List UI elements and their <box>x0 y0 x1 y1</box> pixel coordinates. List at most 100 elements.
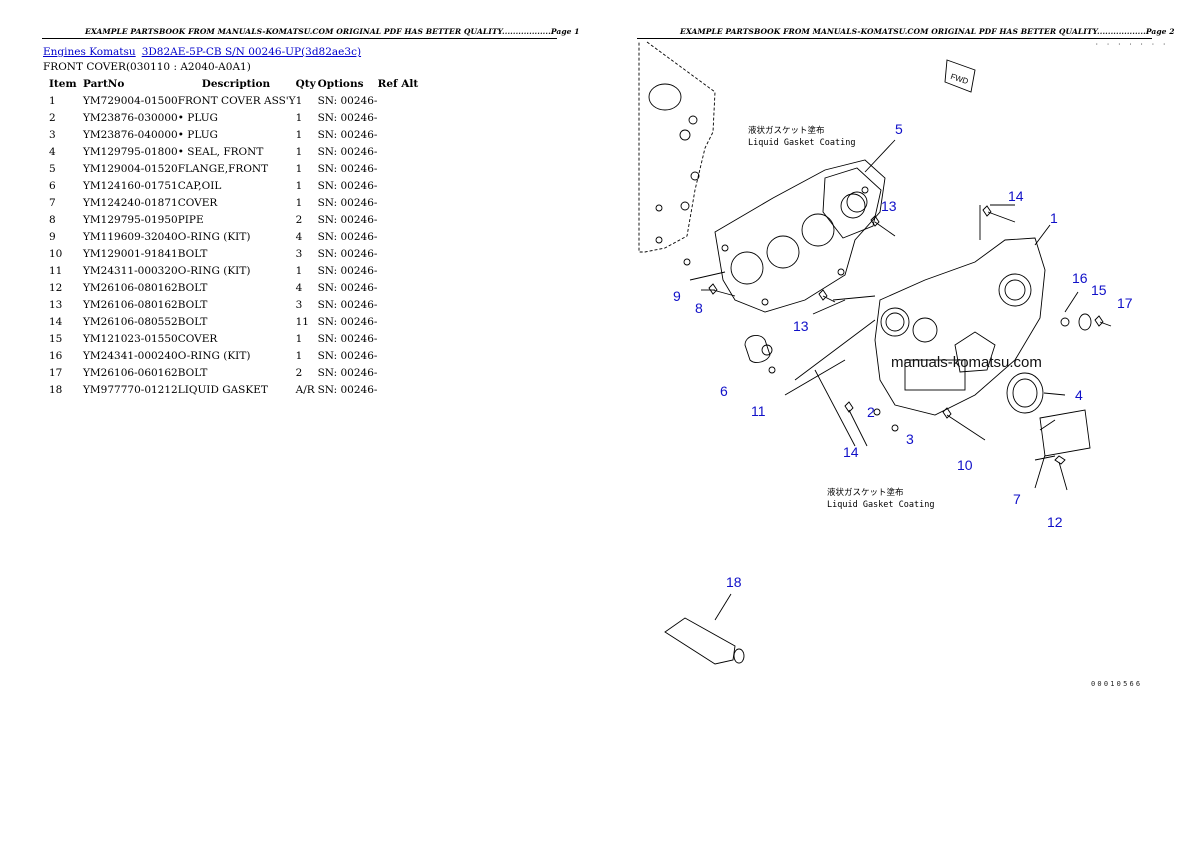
cell-description: COVER <box>177 196 218 209</box>
column-header-ref-alt: Ref Alt <box>377 78 419 90</box>
callout-group: 1 2 3 4 5 6 7 8 9 10 11 12 13 13 14 14 1… <box>673 121 1133 590</box>
exploded-parts-diagram: 液状ガスケット塗布 Liquid Gasket Coating 液状ガスケット塗… <box>638 41 1133 665</box>
callout-11: 11 <box>751 403 766 419</box>
callout-8: 8 <box>695 300 703 316</box>
gasket-note-jp-bottom: 液状ガスケット塗布 <box>827 487 904 498</box>
cell-options: SN: 00246- <box>317 162 378 175</box>
gasket-plate <box>714 159 886 313</box>
engine-block-outline <box>638 41 716 253</box>
cell-options: SN: 00246- <box>317 281 378 294</box>
cell-description: • PLUG <box>177 111 218 124</box>
cell-item: 6 <box>49 179 56 192</box>
bolt-13-mid <box>818 289 836 303</box>
cell-ref-alt <box>378 313 422 330</box>
cell-qty: 1 <box>295 349 303 362</box>
cell-description: O-RING (KIT) <box>177 230 251 243</box>
cell-options: SN: 00246- <box>317 332 378 345</box>
cell-item: 12 <box>49 281 63 294</box>
cell-description: FRONT COVER ASS'Y <box>177 94 296 107</box>
front-flange <box>822 167 882 239</box>
cell-options: SN: 00246- <box>317 264 378 277</box>
callout-6: 6 <box>720 383 728 399</box>
callout-12: 12 <box>1047 514 1063 530</box>
fwd-arrow-icon <box>944 59 976 93</box>
dot-leader: · · · · · · · <box>1095 41 1168 48</box>
cell-ref-alt <box>378 245 422 262</box>
o-ring-16 <box>1060 317 1070 327</box>
breadcrumb-link-engines[interactable]: Engines Komatsu <box>43 46 136 58</box>
breadcrumb: Engines Komatsu 3D82AE-5P-CB S/N 00246-UP… <box>43 46 361 58</box>
cell-options: SN: 00246- <box>317 349 378 362</box>
callout-2: 2 <box>867 404 875 420</box>
cell-partno: YM24311-000320 <box>83 264 178 277</box>
callout-7: 7 <box>1013 491 1021 507</box>
oil-cap <box>744 334 771 363</box>
cell-item: 18 <box>49 383 63 396</box>
callout-13-mid: 13 <box>793 318 809 334</box>
cell-description: CAP,OIL <box>177 179 222 192</box>
cell-options: SN: 00246- <box>317 298 378 311</box>
cell-item: 15 <box>49 332 63 345</box>
cell-ref-alt <box>378 296 422 313</box>
cell-description: BOLT <box>177 298 208 311</box>
callout-9: 9 <box>673 288 681 304</box>
cell-ref-alt <box>378 194 422 211</box>
table-header-row: Item PartNo Description Qty Options Ref … <box>43 76 422 92</box>
cell-options: SN: 00246- <box>317 111 378 124</box>
cell-options: SN: 00246- <box>317 230 378 243</box>
cell-partno: YM26106-080162 <box>83 281 178 294</box>
cell-ref-alt <box>378 228 422 245</box>
cell-partno: YM23876-030000 <box>83 111 178 124</box>
callout-16: 16 <box>1072 270 1088 286</box>
cell-ref-alt <box>378 330 422 347</box>
cover-plate <box>1039 409 1091 457</box>
cell-ref-alt <box>378 126 422 143</box>
section-title: FRONT COVER(030110 : A2040-A0A1) <box>43 61 251 73</box>
cell-item: 2 <box>49 111 56 124</box>
cell-item: 5 <box>49 162 56 175</box>
page-2: EXAMPLE PARTSBOOK FROM MANUALS-KOMATSU.C… <box>595 0 1190 842</box>
cell-description: BOLT <box>177 281 208 294</box>
cell-options: SN: 00246- <box>317 383 378 396</box>
cell-partno: YM23876-040000 <box>83 128 178 141</box>
column-header-options: Options <box>317 78 364 90</box>
cell-description: BOLT <box>177 247 208 260</box>
column-header-description: Description <box>201 78 271 90</box>
cell-item: 10 <box>49 247 63 260</box>
callout-14-top: 14 <box>1008 188 1024 204</box>
cell-options: SN: 00246- <box>317 145 378 158</box>
cell-ref-alt <box>378 279 422 296</box>
gasket-note-en-top: Liquid Gasket Coating <box>748 138 855 148</box>
cell-item: 16 <box>49 349 63 362</box>
cell-partno: YM124240-01871 <box>83 196 178 209</box>
cell-ref-alt <box>378 92 422 109</box>
cell-options: SN: 00246- <box>317 315 378 328</box>
column-header-item: Item <box>49 78 77 90</box>
cell-partno: YM977770-01212 <box>83 383 178 396</box>
cell-partno: YM119609-32040 <box>83 230 178 243</box>
cell-description: BOLT <box>177 366 208 379</box>
fwd-label: FWD <box>949 72 969 86</box>
breadcrumb-link-model[interactable]: 3D82AE-5P-CB S/N 00246-UP(3d82ae3c) <box>141 46 362 58</box>
cell-options: SN: 00246- <box>317 247 378 260</box>
cell-partno: YM129001-91841 <box>83 247 178 260</box>
cell-options: SN: 00246- <box>317 179 378 192</box>
diagram-id: 00010566 <box>1091 680 1143 688</box>
cell-ref-alt <box>378 143 422 160</box>
cell-description: O-RING (KIT) <box>177 349 251 362</box>
cell-qty: 1 <box>295 145 303 158</box>
gasket-note-en-bottom: Liquid Gasket Coating <box>827 500 934 510</box>
cell-description: LIQUID GASKET <box>177 383 268 396</box>
cell-description: PIPE <box>177 213 204 226</box>
bolt-17 <box>1094 315 1112 327</box>
